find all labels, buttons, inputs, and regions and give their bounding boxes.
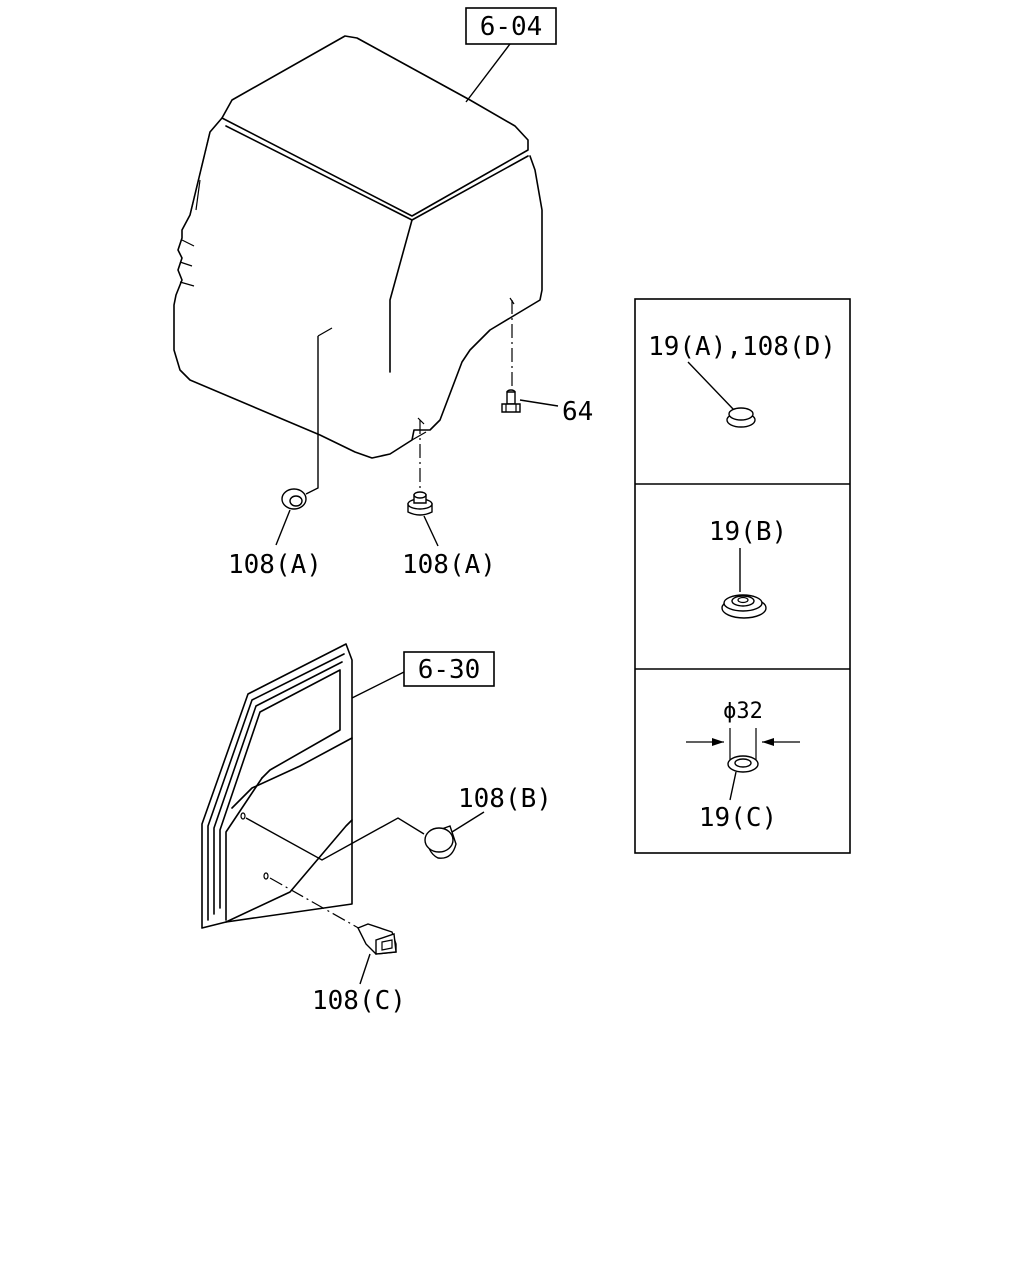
- cab-body: [173, 35, 543, 459]
- plug-108c: 108(C): [312, 923, 406, 1016]
- callout-bolt: 64: [562, 397, 593, 427]
- callout-plug-a-right: 108(A): [402, 550, 496, 580]
- ref-box-door: 6-30: [351, 651, 495, 699]
- callout-plug-c: 108(C): [312, 986, 406, 1016]
- detail-label-2: 19(B): [709, 517, 787, 547]
- callout-plug-b: 108(B): [458, 784, 552, 814]
- bolt-64: 64: [501, 389, 593, 427]
- detail-label-3: 19(C): [699, 803, 777, 833]
- door-panel: [201, 643, 353, 929]
- ref-label-cab: 6-04: [480, 12, 543, 42]
- plug-108a-right: 108(A): [402, 491, 496, 580]
- detail-panel-2: 19(B): [709, 517, 787, 619]
- detail-panel-1: 19(A),108(D): [648, 332, 836, 428]
- detail-label-1: 19(A),108(D): [648, 332, 836, 362]
- detail-dimension: ϕ32: [723, 699, 763, 724]
- plug-108b: 108(B): [424, 784, 552, 859]
- ref-box-cab: 6-04: [465, 7, 557, 103]
- ref-label-door: 6-30: [418, 655, 481, 685]
- callout-plug-a-left: 108(A): [228, 550, 322, 580]
- detail-table: 19(A),108(D) 19(B) ϕ32 19(C): [634, 298, 851, 854]
- plug-108a-left: 108(A): [228, 488, 322, 580]
- detail-panel-3: ϕ32 19(C): [686, 699, 800, 833]
